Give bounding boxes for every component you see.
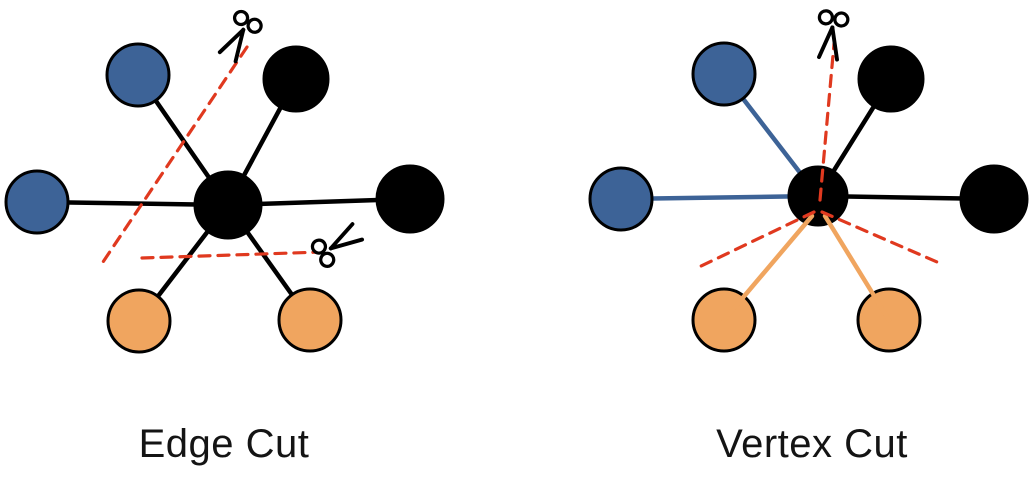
vertex-cut-edge-bottom-right-center (822, 213, 892, 323)
vertex-cut-cut-3 (820, 210, 939, 264)
vertex-cut-nodes (588, 41, 1029, 353)
vertex-cut-edge-center-left (618, 193, 821, 202)
edge-cut-cut-lines (101, 45, 324, 264)
vertex-cut-cut-2 (695, 210, 816, 270)
edge-cut-cut-1 (101, 45, 249, 264)
edge-cut-graph (4, 9, 445, 354)
edge-cut-node-bottom-left (106, 288, 172, 354)
edge-cut-label: Edge Cut (138, 422, 310, 466)
vertex-cut-graph (588, 9, 1029, 353)
edge-cut-nodes (4, 42, 445, 354)
edge-cut-cut-2 (140, 250, 324, 260)
edge-cut-node-top-left (105, 42, 171, 108)
edge-cut-node-right (375, 164, 445, 234)
vertex-cut-edges-over (721, 213, 892, 323)
vertex-cut-label: Vertex Cut (716, 422, 908, 466)
vertex-cut-scissors-1-icon (817, 9, 850, 62)
vertex-cut-node-top-right (857, 45, 925, 113)
edge-cut-node-left (4, 169, 70, 235)
edge-cut-node-top-right (262, 45, 330, 113)
vertex-cut-node-left (588, 166, 654, 232)
vertex-cut-cut-1 (818, 42, 836, 202)
edge-cut-node-center (193, 170, 263, 240)
vertex-cut-edge-bottom-left-center (721, 213, 815, 323)
vertex-cut-node-right (959, 164, 1029, 234)
vertex-cut-node-center (787, 165, 849, 227)
edge-cut-node-bottom-right (277, 287, 343, 353)
edge-cut-scissors-1-icon (217, 9, 263, 64)
vertex-cut-cut-lines (695, 42, 939, 270)
edge-cut-scissors-2-icon (310, 222, 365, 268)
vertex-cut-node-top-left (691, 41, 757, 107)
